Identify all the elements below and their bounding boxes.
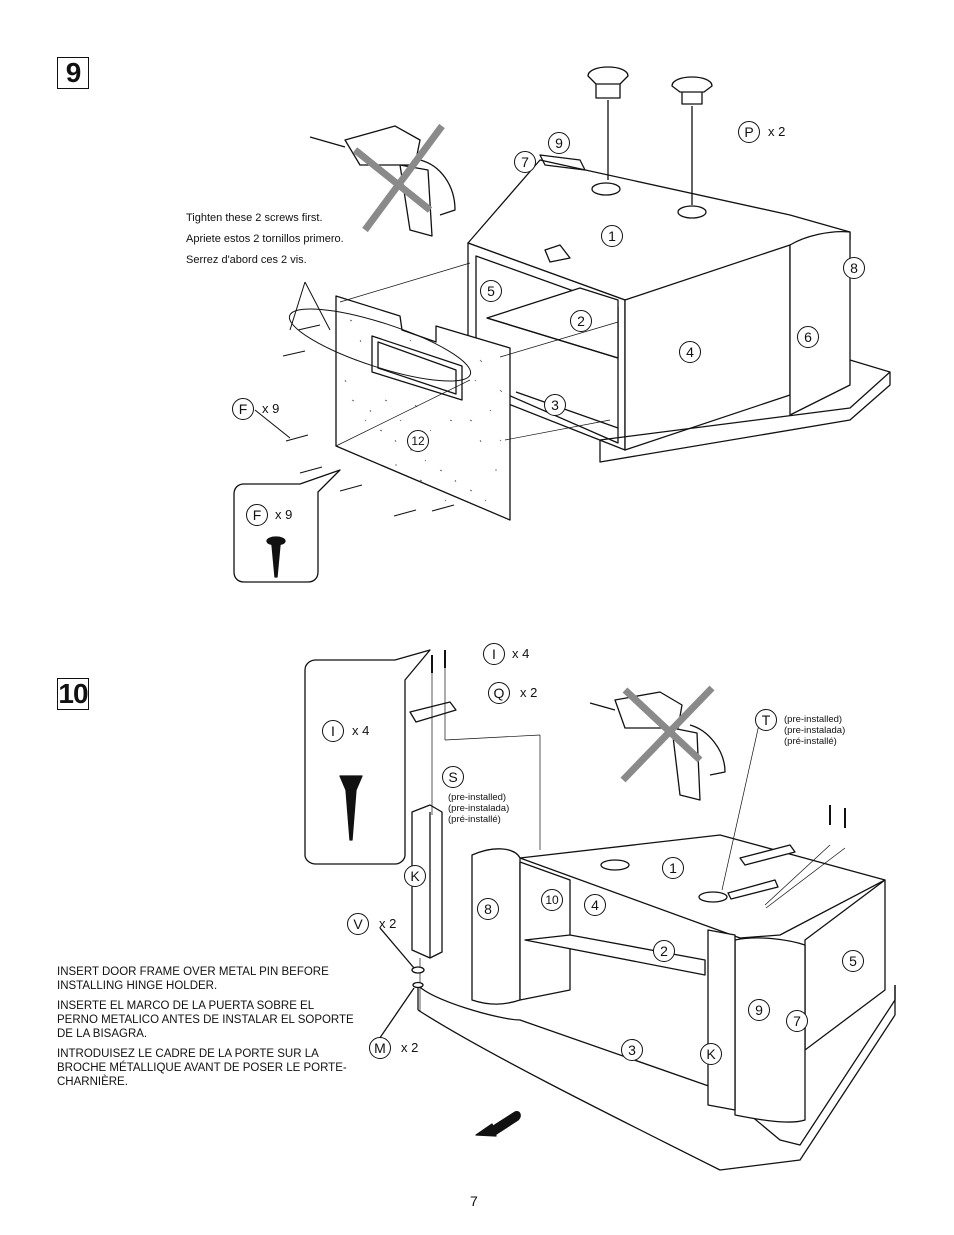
hinge-Q (409, 701, 457, 723)
part-label-P: P (738, 121, 760, 143)
part-qty-P: x 2 (768, 124, 786, 139)
panel-label-4: 4 (679, 341, 701, 363)
door-frame-K (411, 804, 443, 959)
back-panel-12 (335, 295, 511, 521)
s10-panel-label-8: 8 (477, 898, 499, 920)
panel-label-1: 1 (601, 225, 623, 247)
T-preinstalled-note: (pre-installed) (pre-instalada) (pré-ins… (784, 714, 845, 747)
screw-I-large (339, 775, 363, 841)
part-label-I: I (483, 643, 505, 665)
s10-panel-label-7: 7 (786, 1010, 808, 1032)
inset-qty-I: x 4 (352, 723, 370, 738)
page-number: 7 (470, 1193, 478, 1209)
inset-label-I: I (322, 720, 344, 742)
T-note-es: (pre-instalada) (784, 725, 846, 736)
inset-box-I (304, 649, 431, 865)
leveling-foot-2 (671, 76, 713, 205)
inset-label-F: F (246, 504, 268, 526)
cross-line-a (362, 123, 445, 233)
s10-panel-label-2: 2 (653, 940, 675, 962)
s10-panel-label-5: 5 (842, 950, 864, 972)
step-number-10: 10 (57, 678, 89, 710)
cross-line-b (352, 147, 433, 213)
S-note-en: (pre-installed) (448, 792, 507, 803)
washer-V (411, 966, 425, 974)
part-label-Q: Q (488, 682, 510, 704)
T-note-fr: (pré-installé) (784, 736, 837, 747)
s10-label-K-detached: K (404, 865, 426, 887)
leveling-foot-1 (587, 66, 629, 180)
S-note-fr: (pré-installé) (448, 814, 501, 825)
front-arrow-icon (475, 1110, 521, 1137)
step-number-9: 9 (57, 57, 89, 89)
panel-label-3: 3 (544, 394, 566, 416)
part-label-S: S (442, 766, 464, 788)
note-line-es: Apriete estos 2 tornillos primero. (186, 233, 344, 245)
panel-label-2: 2 (570, 310, 592, 332)
panel-label-7: 7 (514, 151, 536, 173)
screws-I-top (431, 650, 446, 673)
S-preinstalled-note: (pre-installed) (pre-instalada) (pré-ins… (448, 792, 509, 825)
s10-panel-label-3: 3 (621, 1039, 643, 1061)
T-note-en: (pre-installed) (784, 714, 843, 725)
inset-qty-F: x 9 (275, 507, 293, 522)
part-label-F: F (232, 398, 254, 420)
part-qty-I: x 4 (512, 646, 530, 661)
panel-label-9: 9 (548, 132, 570, 154)
part-label-M: M (369, 1037, 391, 1059)
screw-F-large (266, 536, 286, 578)
cross-line-d (622, 687, 703, 763)
s10-panel-label-1: 1 (662, 857, 684, 879)
panel-label-8: 8 (843, 257, 865, 279)
panel-label-6: 6 (797, 326, 819, 348)
step10-instructions: INSERT DOOR FRAME OVER METAL PIN BEFORE … (57, 965, 357, 1095)
step9-note: Tighten these 2 screws first. Apriete es… (186, 208, 344, 271)
instruction-en: INSERT DOOR FRAME OVER METAL PIN BEFORE … (57, 966, 329, 992)
step10-cabinet (417, 834, 896, 1171)
screws-I-right (829, 805, 846, 828)
part-qty-V: x 2 (379, 916, 397, 931)
s10-label-K-installed: K (700, 1043, 722, 1065)
part-qty-M: x 2 (401, 1040, 419, 1055)
instruction-es: INSERTE EL MARCO DE LA PUERTA SOBRE EL P… (57, 1000, 354, 1040)
pin-M (412, 981, 424, 989)
step9-cabinet (467, 154, 891, 463)
s10-panel-label-10: 10 (541, 889, 563, 911)
panel-label-12: 12 (407, 430, 429, 452)
s10-panel-label-9: 9 (748, 999, 770, 1021)
instruction-fr: INTRODUISEZ LE CADRE DE LA PORTE SUR LA … (57, 1048, 347, 1088)
S-note-es: (pre-instalada) (448, 803, 510, 814)
panel-label-5: 5 (480, 280, 502, 302)
screws-F (254, 324, 455, 517)
inset-box-F (233, 469, 341, 583)
part-qty-F: x 9 (262, 401, 280, 416)
note-line-en: Tighten these 2 screws first. (186, 212, 323, 224)
part-label-V: V (347, 913, 369, 935)
s10-panel-label-4: 4 (584, 894, 606, 916)
note-line-fr: Serrez d'abord ces 2 vis. (186, 254, 307, 266)
part-label-T: T (755, 709, 777, 731)
part-qty-Q: x 2 (520, 685, 538, 700)
